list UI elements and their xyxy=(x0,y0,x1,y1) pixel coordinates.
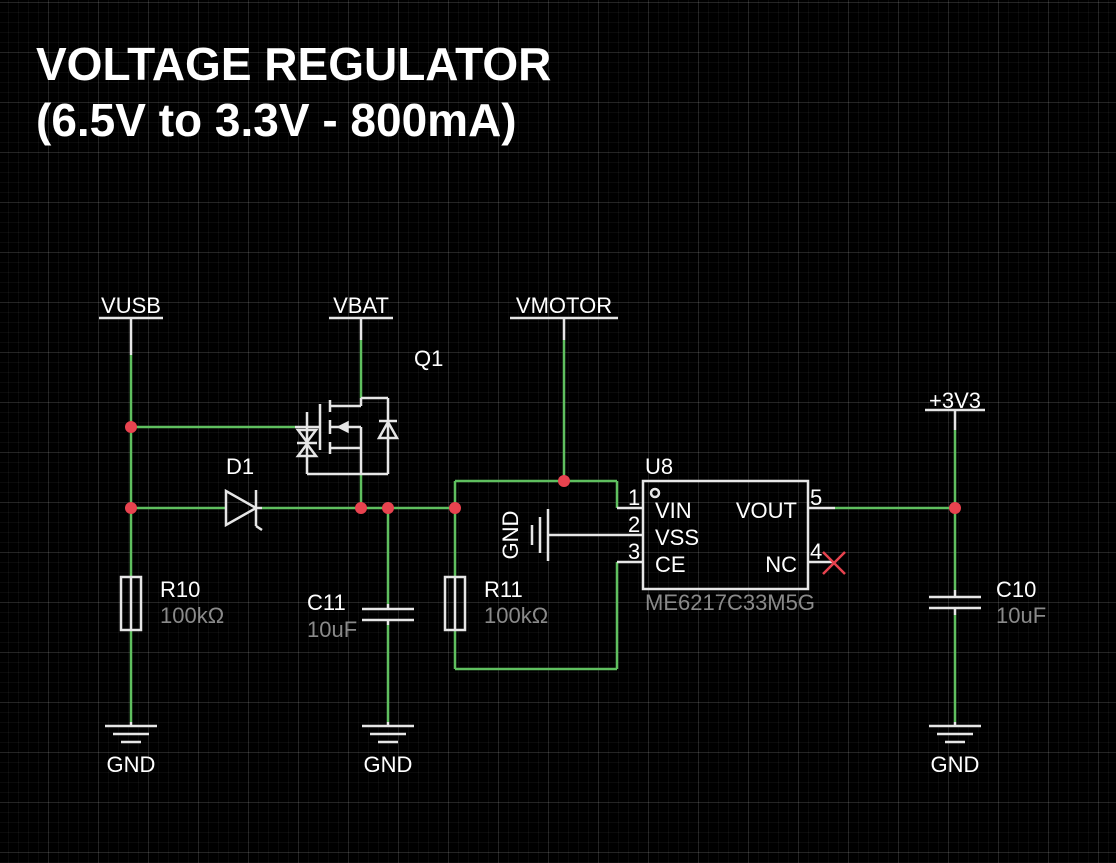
net-label-3v3-text: +3V3 xyxy=(929,388,981,413)
u8-pin-4-number: 4 xyxy=(810,539,822,564)
u8-pin-2-name: VSS xyxy=(655,525,699,550)
net-label-vusb: VUSB xyxy=(99,293,163,320)
u8-part-number: ME6217C33M5G xyxy=(645,590,815,615)
junction-dot xyxy=(382,502,394,514)
u8-pin-1-name: VIN xyxy=(655,498,692,523)
u8-pin-3-name: CE xyxy=(655,552,686,577)
net-label-vmotor: VMOTOR xyxy=(510,293,618,320)
gnd-symbol-rotated: GND xyxy=(498,509,550,561)
no-connect-marker xyxy=(822,551,846,575)
c11-value: 10uF xyxy=(307,617,357,642)
q1-designator: Q1 xyxy=(414,346,443,371)
r11-designator: R11 xyxy=(484,577,523,602)
gnd-symbol-1: GND xyxy=(105,722,157,777)
junction-dot xyxy=(355,502,367,514)
r10-value: 100kΩ xyxy=(160,603,224,628)
gnd-label-2: GND xyxy=(364,752,413,777)
diode-d1: D1 xyxy=(224,454,263,532)
title-line-2: (6.5V to 3.3V - 800mA) xyxy=(36,94,517,146)
regulator-u8: U8 ME6217C33M5G 1 VIN 2 VSS 3 CE 5 VOUT … xyxy=(628,454,846,615)
title-line-1: VOLTAGE REGULATOR xyxy=(36,38,551,90)
u8-pin-5-number: 5 xyxy=(810,485,822,510)
junction-dot xyxy=(449,502,461,514)
r11-value: 100kΩ xyxy=(484,603,548,628)
c10-designator: C10 xyxy=(996,577,1036,602)
u8-pin-5-name: VOUT xyxy=(736,498,797,523)
gnd-label-rotated: GND xyxy=(498,511,523,560)
junction-dot xyxy=(558,475,570,487)
resistor-r10: R10 100kΩ xyxy=(119,575,224,632)
u8-pin-1-number: 1 xyxy=(628,485,640,510)
gnd-label-1: GND xyxy=(107,752,156,777)
u8-pin-4-name: NC xyxy=(765,552,797,577)
mosfet-q1: Q1 xyxy=(295,346,443,476)
c11-designator: C11 xyxy=(307,590,346,615)
net-label-vbat-text: VBAT xyxy=(333,293,389,318)
net-label-3v3: +3V3 xyxy=(925,388,985,413)
gnd-symbol-3: GND xyxy=(929,722,981,777)
capacitor-c10: C10 10uF xyxy=(929,577,1046,628)
u8-pin-2-number: 2 xyxy=(628,512,640,537)
net-label-vmotor-text: VMOTOR xyxy=(516,293,612,318)
symbol-leads xyxy=(129,318,957,630)
wires xyxy=(129,340,957,722)
d1-designator: D1 xyxy=(226,454,254,479)
gnd-symbol-2: GND xyxy=(362,722,414,777)
c10-value: 10uF xyxy=(996,603,1046,628)
gnd-label-3: GND xyxy=(931,752,980,777)
junction-dot xyxy=(125,502,137,514)
junction-dot xyxy=(125,421,137,433)
u8-designator: U8 xyxy=(645,454,673,479)
u8-pin-3-number: 3 xyxy=(628,539,640,564)
capacitor-c11: C11 10uF xyxy=(307,590,414,642)
net-label-vbat: VBAT xyxy=(329,293,393,320)
r10-designator: R10 xyxy=(160,577,200,602)
net-label-vusb-text: VUSB xyxy=(101,293,161,318)
junction-dot xyxy=(949,502,961,514)
junctions xyxy=(125,421,961,514)
resistor-r11: R11 100kΩ xyxy=(443,575,548,632)
